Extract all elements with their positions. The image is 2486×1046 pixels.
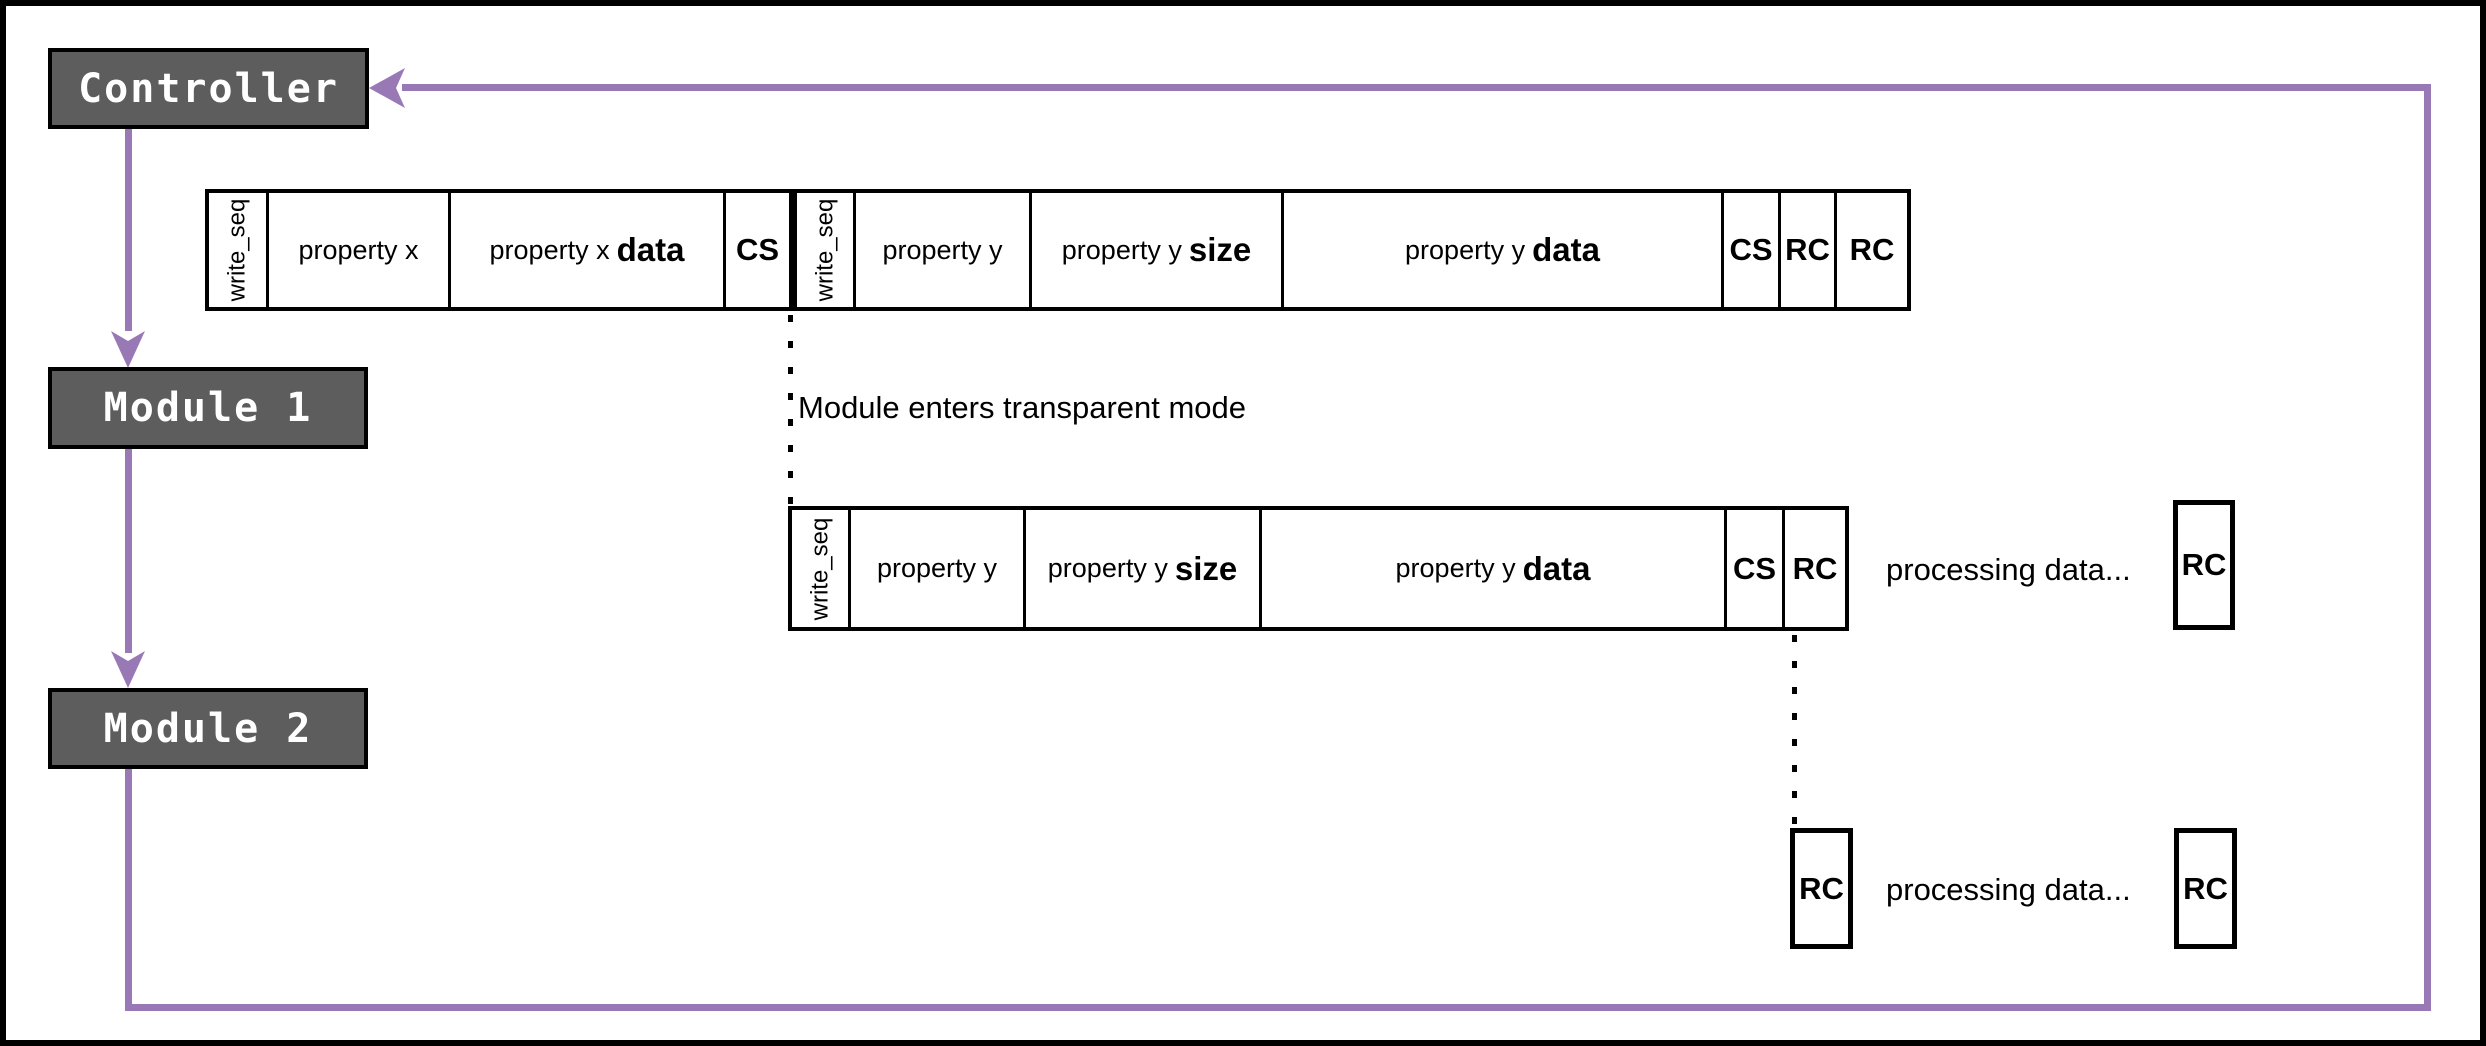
connector-right bbox=[2424, 84, 2431, 1011]
cell-property-y-data: property ydata bbox=[1281, 193, 1721, 307]
cell-cs: CS bbox=[1721, 193, 1778, 307]
rc-box-row3-left: RC bbox=[1790, 828, 1853, 949]
controller-node: Controller bbox=[48, 48, 369, 129]
controller-label: Controller bbox=[78, 66, 339, 112]
rc-box-row3-right: RC bbox=[2174, 828, 2237, 949]
cell-property-y-size: property ysize bbox=[1023, 510, 1259, 627]
cell-property-y-size: property ysize bbox=[1029, 193, 1281, 307]
packet-row1-write-y: write_seq property y property ysize prop… bbox=[793, 189, 1911, 311]
cell-property-x: property x bbox=[266, 193, 448, 307]
cell-write-seq: write_seq bbox=[792, 510, 848, 627]
cell-rc: RC bbox=[1834, 193, 1907, 307]
dotted-connector-2 bbox=[1792, 635, 1797, 828]
cell-cs: CS bbox=[723, 193, 789, 307]
connector-module1-to-module2 bbox=[125, 449, 132, 653]
packet-row2-write-y: write_seq property y property ysize prop… bbox=[788, 506, 1849, 631]
module2-label: Module 2 bbox=[104, 706, 313, 752]
arrowhead-down-module1-icon bbox=[111, 331, 145, 368]
cell-property-y: property y bbox=[848, 510, 1023, 627]
packet-row1-write-x: write_seq property x property xdata CS bbox=[205, 189, 793, 311]
cell-write-seq: write_seq bbox=[797, 193, 853, 307]
cell-rc: RC bbox=[1778, 193, 1834, 307]
processing-text-row3: processing data... bbox=[1886, 872, 2131, 908]
connector-module2-down bbox=[125, 769, 132, 1011]
connector-controller-to-module1 bbox=[125, 129, 132, 331]
cell-property-x-data: property xdata bbox=[448, 193, 723, 307]
rc-box-row2: RC bbox=[2173, 500, 2235, 630]
cell-cs: CS bbox=[1724, 510, 1782, 627]
cell-write-seq: write_seq bbox=[209, 193, 266, 307]
connector-bottom bbox=[125, 1004, 2431, 1011]
processing-text-row2: processing data... bbox=[1886, 552, 2131, 588]
dotted-connector-1 bbox=[788, 315, 793, 505]
module1-node: Module 1 bbox=[48, 367, 368, 449]
cell-rc: RC bbox=[1782, 510, 1845, 627]
cell-property-y-data: property ydata bbox=[1259, 510, 1724, 627]
arrowhead-down-module2-icon bbox=[111, 651, 145, 688]
module2-node: Module 2 bbox=[48, 688, 368, 769]
connector-top-return bbox=[402, 84, 2431, 91]
note-transparent-mode: Module enters transparent mode bbox=[798, 390, 1246, 426]
arrowhead-left-controller-icon bbox=[369, 68, 405, 108]
module1-label: Module 1 bbox=[104, 385, 313, 431]
cell-property-y: property y bbox=[853, 193, 1029, 307]
